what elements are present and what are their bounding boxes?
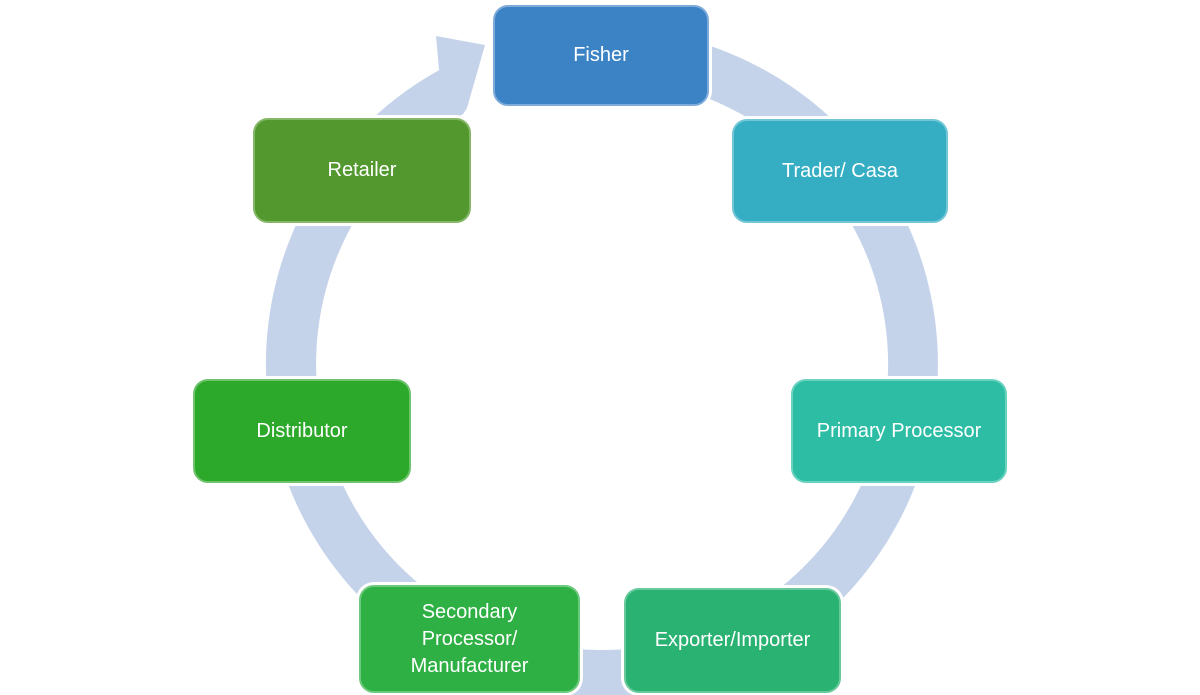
node-label: Exporter/Importer: [654, 629, 811, 651]
node-label: Primary Processor: [816, 419, 982, 442]
node-fisher: Fisher: [493, 5, 709, 106]
node-label: Distributor: [256, 419, 348, 442]
node-distributor: Distributor: [193, 379, 411, 483]
node-label: Secondary Processor/ Manufacturer: [410, 600, 529, 677]
node-label: Retailer: [327, 159, 397, 181]
node-trader-casa: Trader/ Casa: [732, 119, 948, 223]
node-retailer: Retailer: [253, 118, 471, 223]
node-primary-processor: Primary Processor: [791, 379, 1007, 483]
node-exporter-importer: Exporter/Importer: [624, 588, 841, 693]
node-label: Trader/ Casa: [782, 159, 898, 182]
node-label: Fisher: [573, 44, 629, 66]
node-secondary-processor-manufacturer: Secondary Processor/ Manufacturer: [359, 585, 580, 693]
